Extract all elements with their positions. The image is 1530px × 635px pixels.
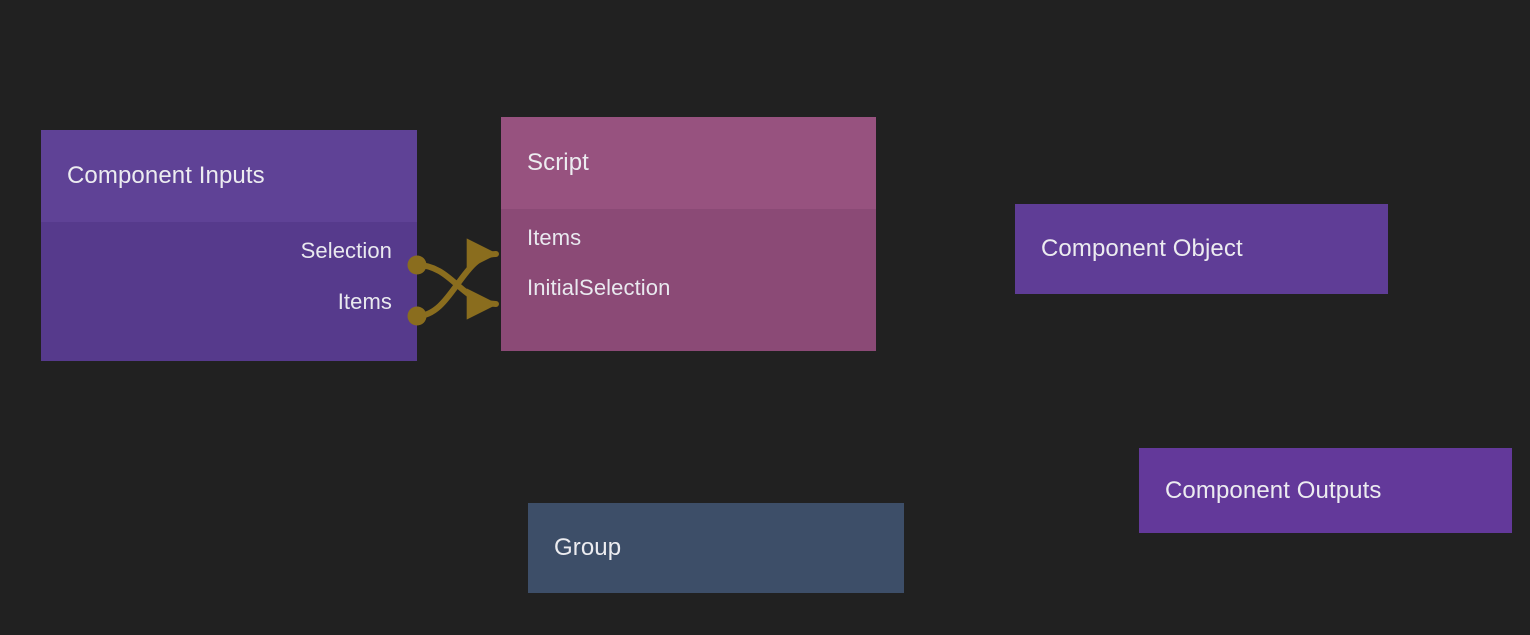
output-port-selection-label: Selection <box>300 238 392 263</box>
node-script[interactable]: Script Items InitialSelection <box>501 117 876 351</box>
node-component-inputs-title: Component Inputs <box>41 130 417 222</box>
wire-selection-to-initialselection[interactable] <box>414 262 499 320</box>
node-component-object[interactable]: Component Object <box>1015 204 1388 294</box>
node-group-title: Group <box>554 534 622 561</box>
output-port-items-label: Items <box>337 289 392 314</box>
input-port-initialselection[interactable]: InitialSelection <box>527 275 670 301</box>
input-port-items-label: Items <box>527 225 582 250</box>
node-script-body: Items InitialSelection <box>501 209 876 351</box>
node-component-object-title: Component Object <box>1041 235 1243 262</box>
node-script-title: Script <box>501 117 876 209</box>
node-component-inputs[interactable]: Component Inputs Selection Items <box>41 130 417 361</box>
node-component-inputs-body: Selection Items <box>41 222 417 361</box>
node-group[interactable]: Group <box>528 503 904 593</box>
node-component-outputs-title: Component Outputs <box>1165 476 1382 504</box>
input-port-items[interactable]: Items <box>527 225 581 251</box>
input-port-initialselection-label: InitialSelection <box>527 275 671 300</box>
output-port-items[interactable]: Items <box>338 289 392 315</box>
output-port-selection[interactable]: Selection <box>301 238 392 264</box>
node-component-outputs[interactable]: Component Outputs <box>1139 448 1512 533</box>
wire-items-to-items[interactable] <box>414 238 499 319</box>
